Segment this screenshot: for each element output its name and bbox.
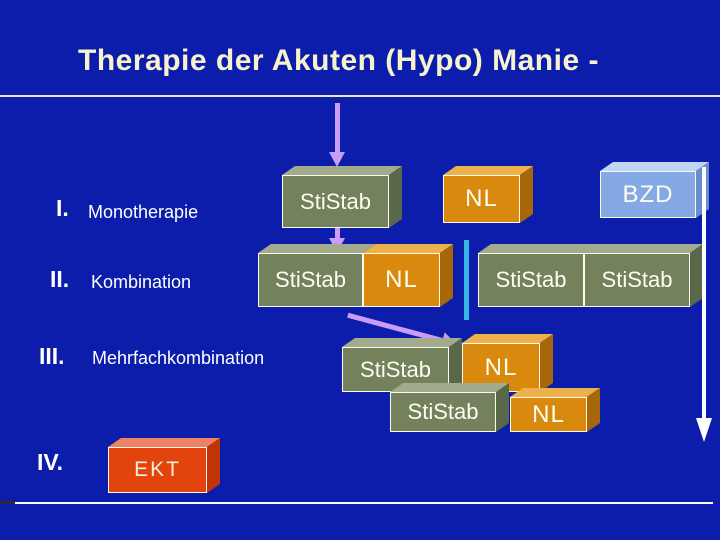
escalation-arrow-shaft	[702, 167, 706, 418]
row-label-mehrfachkombination: Mehrfachkombination	[92, 348, 265, 368]
box-top-face	[258, 244, 376, 253]
box-label-nl: NL	[484, 353, 518, 381]
row-numeral-2: II.	[50, 266, 70, 292]
box-right-face	[389, 166, 402, 228]
box-right-face	[440, 244, 453, 307]
box-label-ekt: EKT	[134, 458, 181, 481]
box-nl-row2: NL	[363, 244, 453, 307]
down-arrow-1-head-icon	[329, 152, 345, 167]
box-right-face	[540, 334, 553, 392]
box-label-bzd: BZD	[622, 180, 674, 208]
box-stistab-row2: StiStab	[258, 244, 376, 307]
box-label-nl: NL	[385, 266, 418, 293]
row-label-kombination: Kombination	[91, 272, 192, 292]
box-label-stistab: StiStab	[275, 267, 346, 292]
box-right-face	[587, 388, 600, 432]
box-right-face	[449, 338, 462, 392]
row-label-monotherapie: Monotherapie	[88, 202, 199, 222]
box-top-face	[282, 166, 402, 175]
box-top-face	[443, 166, 533, 175]
box-bzd-row1: BZD	[600, 162, 709, 218]
cyan-separator-line	[464, 240, 469, 320]
box-top-face	[510, 388, 600, 397]
box-stistab-row1: StiStab	[282, 166, 402, 228]
page-title: Therapie der Akuten (Hypo) Manie -	[78, 44, 599, 77]
row-numeral-1: I.	[56, 195, 69, 221]
box-stistab-row3-b: StiStab	[390, 383, 509, 432]
box-right-face	[207, 438, 220, 493]
title-underline	[0, 95, 720, 97]
box-ekt-row4: EKT	[108, 438, 220, 493]
box-top-face	[108, 438, 220, 447]
box-label-stistab: StiStab	[300, 188, 371, 214]
box-label-stistab-right: StiStab	[583, 254, 689, 306]
box-nl-row3-b: NL	[510, 388, 600, 432]
box-stistab-combo-row2: StiStab StiStab	[478, 244, 703, 307]
box-label-stistab: StiStab	[360, 356, 431, 382]
box-label-nl: NL	[532, 400, 565, 428]
box-nl-row1: NL	[443, 166, 533, 223]
box-top-face	[462, 334, 553, 343]
box-right-face	[520, 166, 533, 223]
row-numeral-4: IV.	[37, 449, 64, 475]
down-arrow-2	[335, 228, 340, 239]
down-arrow-1	[335, 103, 340, 153]
bottom-divider-dark-segment	[0, 501, 16, 504]
box-right-face	[496, 383, 509, 432]
box-top-face	[342, 338, 462, 347]
row-numeral-3: III.	[39, 343, 65, 369]
box-top-face	[600, 162, 709, 171]
escalation-arrow-head-icon	[696, 418, 712, 442]
box-label-nl: NL	[465, 185, 498, 212]
box-right-face	[690, 244, 703, 307]
box-top-face	[390, 383, 509, 392]
box-label-stistab: StiStab	[407, 399, 479, 424]
box-top-face	[478, 244, 703, 253]
bottom-divider-line	[15, 502, 713, 504]
box-label-stistab-left: StiStab	[495, 267, 567, 292]
box-top-face	[363, 244, 453, 253]
